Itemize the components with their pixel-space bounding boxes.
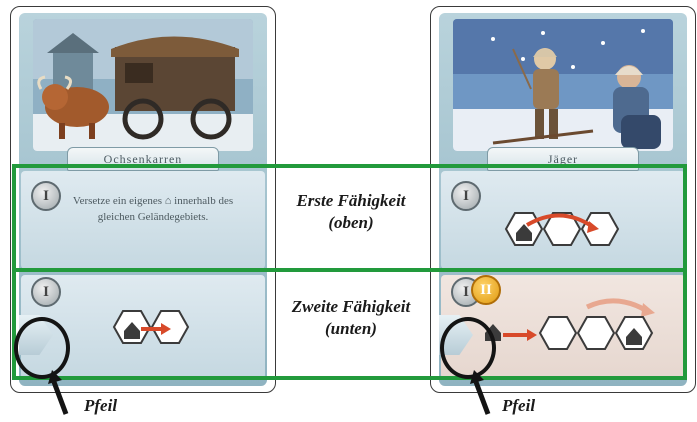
second-ability-caption-line1: Zweite Fähigkeit (291, 297, 411, 316)
hex-move-icon (504, 212, 620, 246)
level-badge: I (451, 181, 481, 211)
hunter-illustration (453, 19, 673, 151)
second-ability-highlight (12, 268, 687, 380)
arrow-label-left: Pfeil (84, 396, 118, 415)
level-badge-gold: II (471, 275, 501, 305)
first-ability-caption-line1: Erste Fähigkeit (296, 191, 406, 210)
pointer-arrow-icon-left (48, 370, 69, 415)
card-art-hunter (453, 19, 673, 151)
second-ability-caption-line2: (unten) (325, 319, 377, 338)
first-ability-caption: Erste Fähigkeit (oben) (278, 190, 424, 234)
second-ability-caption: Zweite Fähigkeit (unten) (274, 296, 428, 340)
arrow-highlight-circle-right (440, 317, 496, 379)
level-badge: I (31, 181, 61, 211)
level-badge: I (31, 277, 61, 307)
card-art-oxcart (33, 19, 253, 151)
hex-move-icon (485, 298, 655, 350)
arrow-highlight-circle-left (14, 317, 70, 379)
pointer-arrow-icon-right (470, 370, 491, 415)
arrow-label-right: Pfeil (502, 396, 536, 415)
ability-one-panel: I (441, 171, 685, 269)
hex-move-icon (112, 310, 190, 344)
first-ability-caption-line2: (oben) (328, 213, 374, 232)
ability-one-text: Versetze ein eigenes ⌂ innerhalb des gle… (72, 195, 234, 223)
ability-one-panel: I Versetze ein eigenes ⌂ innerhalb des g… (21, 171, 265, 269)
oxcart-illustration (33, 19, 253, 151)
